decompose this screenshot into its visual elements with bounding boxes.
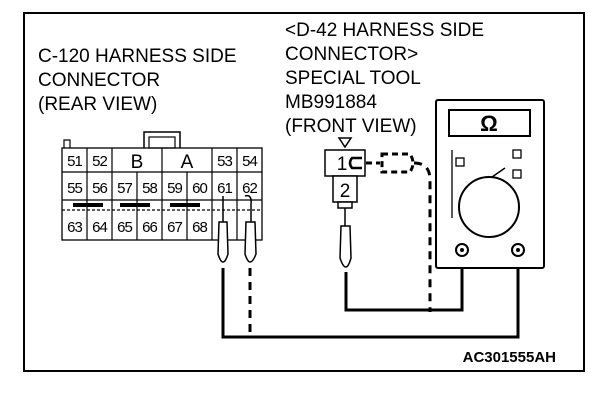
pin-1-socket (348, 156, 362, 170)
connector-latch (143, 131, 181, 148)
ohmmeter-icon (435, 99, 545, 269)
ohm-symbol: Ω (480, 111, 498, 136)
wire-dashed-d42 (413, 161, 432, 312)
connector-rib-left (63, 139, 71, 148)
terminal-left-dot (460, 248, 464, 252)
wire-solid-d42 (344, 252, 464, 312)
connector-latch-inner (148, 136, 176, 149)
ohmmeter-display (448, 109, 531, 137)
pin-A: A (181, 152, 194, 173)
probe-pin-62 (244, 194, 257, 263)
wire-solid-main (221, 252, 520, 339)
d42-connector (324, 137, 366, 226)
left-label-line-3: (REAR VIEW) (38, 94, 157, 115)
left-label-line-2: CONNECTOR (38, 70, 160, 91)
probe-pin-61 (217, 196, 229, 263)
pin-57: 57 (117, 180, 132, 197)
left-label-line-1: C-120 HARNESS SIDE (38, 46, 237, 67)
probe-tip (244, 194, 252, 222)
key-marker (337, 137, 353, 149)
pin-68: 68 (192, 219, 207, 236)
right-label-line-5: (FRONT VIEW) (285, 116, 417, 137)
probe-body (339, 225, 352, 268)
probe-d42-pin-1 (366, 152, 415, 174)
switch-mark (455, 157, 465, 167)
lock-bar (170, 203, 200, 207)
right-connector-label: <D-42 HARNESS SIDE CONNECTOR> SPECIAL TO… (285, 20, 484, 137)
probe-d42-pin-2 (339, 225, 352, 268)
wires (221, 252, 520, 339)
connector-body-lower (332, 175, 358, 203)
d42-pin-2: 2 (340, 181, 351, 202)
pin-62: 62 (242, 180, 257, 197)
pin-60: 60 (192, 180, 207, 197)
pin-64: 64 (92, 219, 107, 236)
pin-67: 67 (167, 219, 182, 236)
pin-53: 53 (217, 153, 232, 170)
right-label-line-1: <D-42 HARNESS SIDE (285, 20, 484, 41)
connector-stem (337, 201, 353, 209)
switch-mark (512, 169, 522, 179)
pin-row-3: 63 64 65 66 67 68 (67, 219, 208, 236)
diagram-frame (23, 12, 585, 372)
pin-58: 58 (142, 180, 157, 197)
dial-pointer (491, 167, 506, 178)
pin-59: 59 (167, 180, 182, 197)
switch-mark (512, 149, 522, 159)
lock-bar (120, 203, 150, 207)
pin-63: 63 (67, 219, 82, 236)
figure-code: AC301555AH (463, 349, 556, 366)
connector-body-upper (324, 149, 366, 177)
pin-61: 61 (217, 180, 232, 197)
pin-52: 52 (92, 153, 107, 170)
pin-56: 56 (92, 180, 107, 197)
ohmmeter-dial (458, 176, 520, 238)
pin-55: 55 (67, 180, 82, 197)
pin-row-2: 55 56 57 58 59 60 61 62 (67, 180, 258, 197)
probe-body (217, 221, 229, 263)
left-connector-label: C-120 HARNESS SIDE CONNECTOR (REAR VIEW) (38, 46, 237, 115)
terminal-right-dot (516, 248, 520, 252)
pin-54: 54 (242, 153, 257, 170)
lock-bar (73, 203, 103, 207)
right-label-line-4: MB991884 (285, 92, 377, 113)
pin-row-1: 51 52 B A 53 54 (67, 152, 258, 173)
wires-dashed (248, 161, 432, 335)
right-label-line-3: SPECIAL TOOL (285, 68, 421, 89)
right-label-line-2: CONNECTOR> (285, 44, 418, 65)
connector-lock-bars (73, 203, 200, 207)
pin-65: 65 (117, 219, 132, 236)
pin-B: B (131, 152, 144, 173)
d42-pin-1: 1 (337, 154, 348, 175)
pin-51: 51 (67, 153, 82, 170)
probe-body (244, 221, 257, 263)
probe-body-dashed (380, 152, 415, 174)
pin-66: 66 (142, 219, 157, 236)
